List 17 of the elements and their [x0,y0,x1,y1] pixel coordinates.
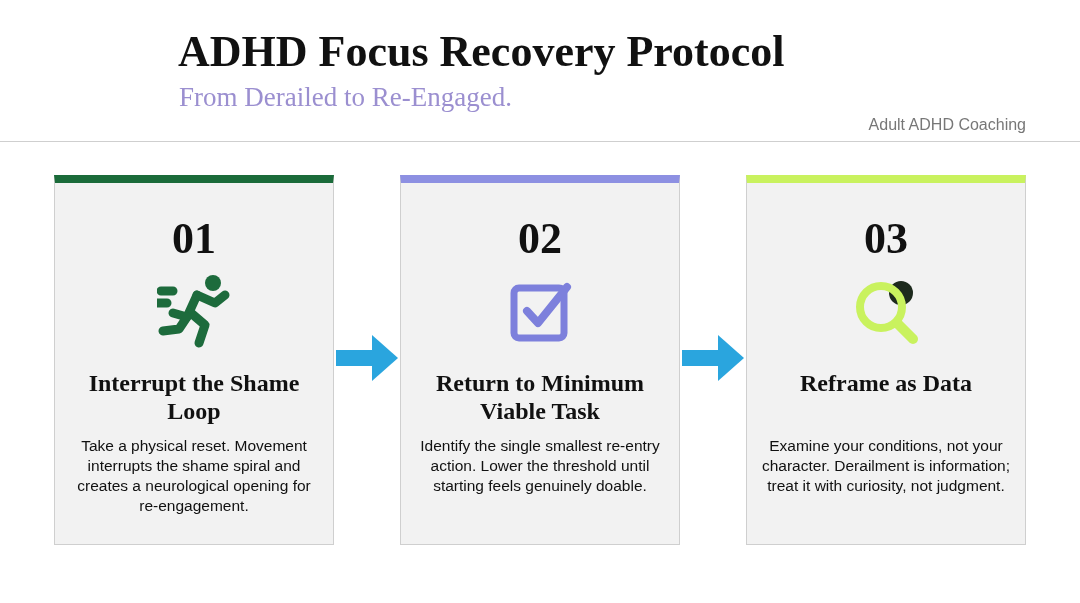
subtitle: From Derailed to Re-Engaged. [179,82,512,113]
step-number: 03 [864,213,908,264]
step-description: Examine your conditions, not your character. Derailment is information; treat it with curiosity, not judgment. [761,436,1011,496]
step-number: 02 [518,213,562,264]
slide-title: ADHD Focus Recovery Protocol [178,26,785,77]
step-description: Take a physical reset. Movement interrupts the shame spiral and creates a neurological opening for re-engagement. [76,436,312,516]
step-card [746,175,1026,545]
step-heading: Interrupt the Shame Loop [87,369,301,425]
arrow [336,335,398,381]
arrow [682,335,744,381]
step-number: 01 [172,213,216,264]
step-heading: Reframe as Data [800,369,972,397]
tagline: Adult ADHD Coaching [868,116,1026,134]
step-description: Identify the single smallest re-entry action. Lower the threshold until starting feels genuinely doable. [419,436,661,496]
step-heading: Return to Minimum Viable Task [435,369,645,425]
step-card [54,175,334,545]
step-card [400,175,680,545]
